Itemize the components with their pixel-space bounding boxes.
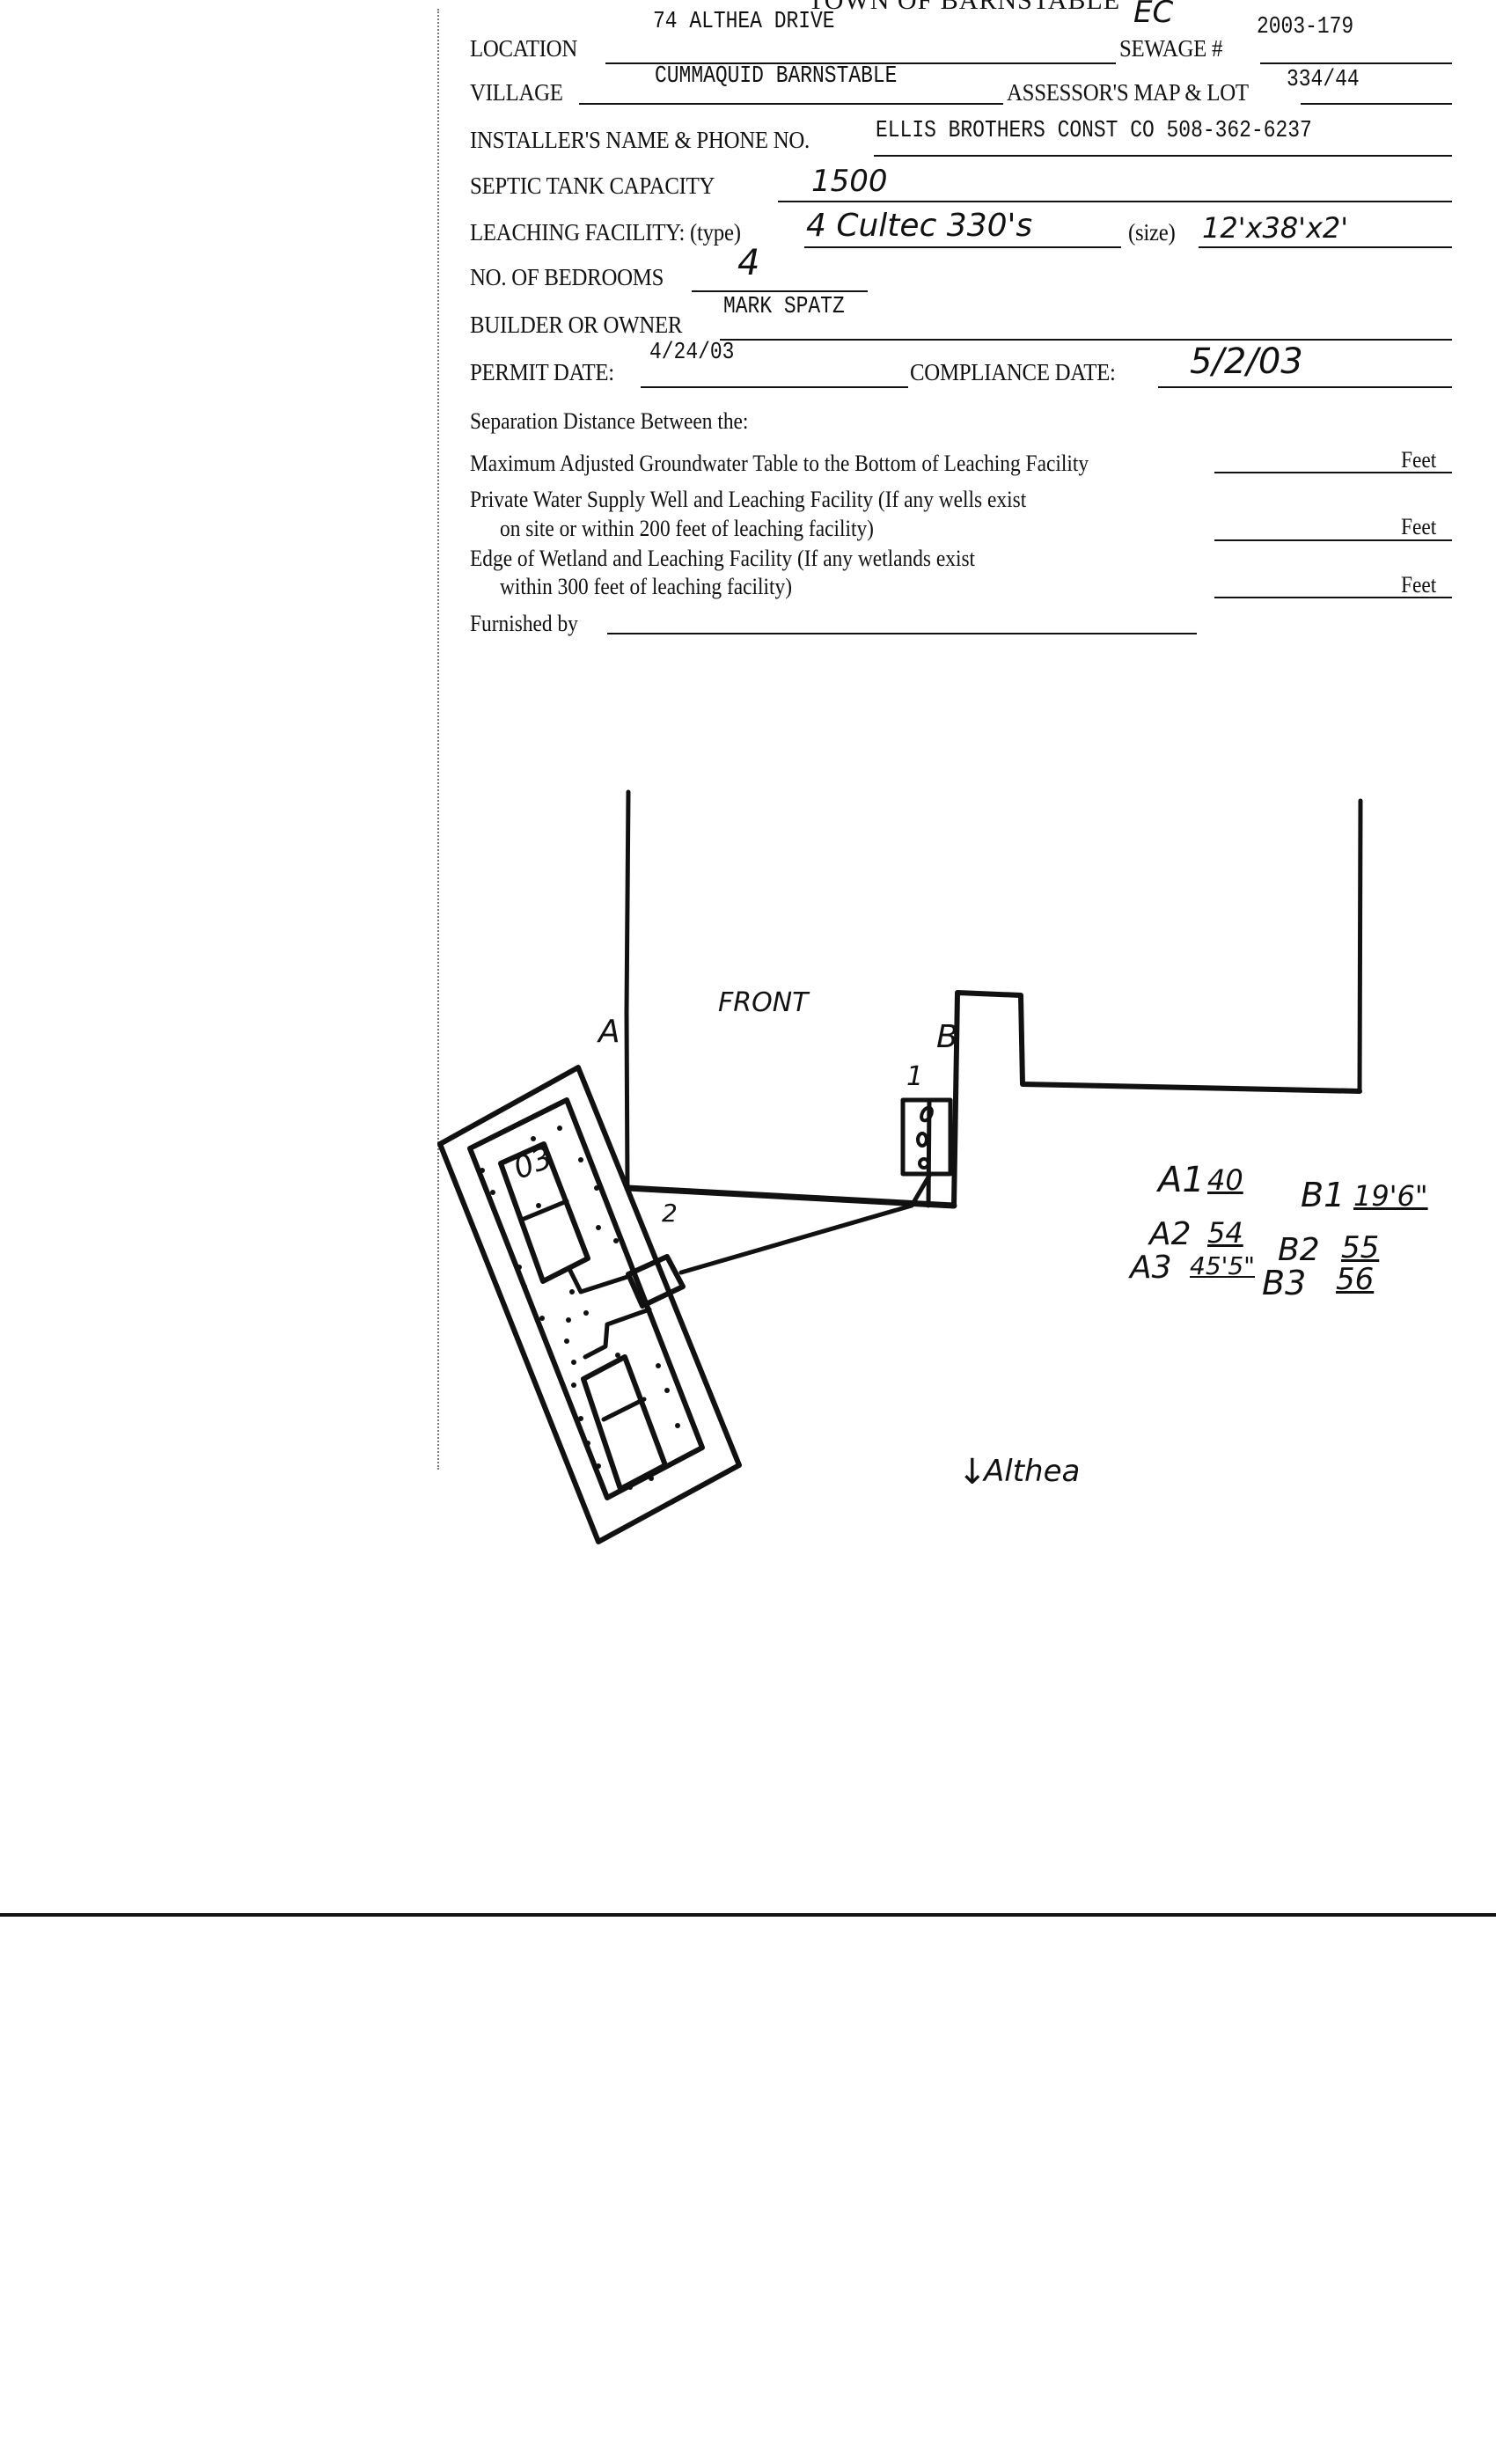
house-outline-left xyxy=(624,789,631,1191)
compliance-date-line xyxy=(1158,386,1452,388)
location-line xyxy=(605,62,1116,64)
separation-row-1-unit: Feet xyxy=(1401,447,1437,473)
chamber-upper-divider xyxy=(519,1199,569,1222)
house-outline-front xyxy=(624,1184,957,1209)
location-value[interactable]: 74 ALTHEA DRIVE xyxy=(653,9,835,35)
measurement-value: 55 xyxy=(1341,1230,1380,1265)
tank-outlet xyxy=(918,1157,930,1170)
tank-inlet xyxy=(920,1105,934,1123)
separation-row-2-text: Private Water Supply Well and Leaching F… xyxy=(470,487,1027,512)
builder-line xyxy=(720,339,1452,341)
dbox-to-upper-chamber xyxy=(568,1268,633,1294)
builder-value[interactable]: MARK SPATZ xyxy=(723,294,845,320)
separation-row-2-text-cont: on site or within 200 feet of leaching f… xyxy=(500,516,874,541)
compliance-date-label: COMPLIANCE DATE: xyxy=(910,359,1116,385)
measurement-value: 56 xyxy=(1336,1262,1375,1297)
measurement-label: A1 xyxy=(1158,1160,1205,1200)
separation-row-2-unit: Feet xyxy=(1401,514,1437,539)
leaching-type-label: LEACHING FACILITY: (type) xyxy=(470,219,741,246)
page-bottom-rule xyxy=(0,1913,1496,1917)
tank-capacity-line xyxy=(778,201,1452,202)
village-line xyxy=(579,103,1003,105)
leaching-size-label: (size) xyxy=(1128,219,1176,246)
dbox-label: 2 xyxy=(662,1199,678,1228)
measurement-value: 54 xyxy=(1207,1216,1243,1250)
installer-value[interactable]: ELLIS BROTHERS CONST CO 508-362-6237 xyxy=(876,118,1312,144)
village-value[interactable]: CUMMAQUID BARNSTABLE xyxy=(655,63,898,90)
separation-row-3-unit: Feet xyxy=(1401,572,1437,598)
separation-row-2-line[interactable] xyxy=(1214,539,1452,541)
house-outline-middle xyxy=(951,990,1362,1208)
leaching-area-inner xyxy=(467,1097,705,1500)
effluent-pipe xyxy=(678,1173,932,1275)
street-label: Althea xyxy=(984,1454,1081,1489)
title-annotation: EC xyxy=(1133,0,1174,30)
chamber-lower xyxy=(581,1354,668,1492)
furnished-by-line[interactable] xyxy=(607,633,1197,634)
compliance-date-value[interactable]: 5/2/03 xyxy=(1190,341,1303,382)
installer-label: INSTALLER'S NAME & PHONE NO. xyxy=(470,127,810,153)
measurement-label: B3 xyxy=(1262,1264,1307,1302)
village-label: VILLAGE xyxy=(470,79,563,106)
measurement-value: 45'5" xyxy=(1190,1251,1256,1280)
measurement-label: B2 xyxy=(1278,1232,1320,1268)
leaching-type-value[interactable]: 4 Cultec 330's xyxy=(806,208,1033,244)
corner-a-label: A xyxy=(598,1014,620,1050)
map-lot-label: ASSESSOR'S MAP & LOT xyxy=(1007,79,1249,106)
separation-row-1-line[interactable] xyxy=(1214,472,1452,473)
separation-row-3-line[interactable] xyxy=(1214,597,1452,598)
permit-date-label: PERMIT DATE: xyxy=(470,359,614,385)
front-label: FRONT xyxy=(718,987,809,1018)
permit-date-value[interactable]: 4/24/03 xyxy=(649,340,735,366)
separation-row-3-text: Edge of Wetland and Leaching Facility (I… xyxy=(470,546,976,571)
separation-row-3-text-cont: within 300 feet of leaching facility) xyxy=(500,574,793,599)
builder-label: BUILDER OR OWNER xyxy=(470,312,683,338)
location-label: LOCATION xyxy=(470,35,577,62)
dbox-to-lower-chamber xyxy=(583,1307,652,1360)
chamber-lower-divider xyxy=(601,1397,647,1422)
bedrooms-line xyxy=(692,290,868,292)
sewage-label: SEWAGE # xyxy=(1119,35,1223,62)
separation-heading: Separation Distance Between the: xyxy=(470,408,749,434)
corner-b-label: B xyxy=(936,1019,958,1055)
leaching-area-outer xyxy=(437,1065,742,1544)
margin-dotted-line xyxy=(437,9,439,1470)
map-lot-value[interactable]: 334/44 xyxy=(1287,67,1360,93)
measurement-label: B1 xyxy=(1301,1176,1346,1214)
sewage-value[interactable]: 2003-179 xyxy=(1257,14,1354,40)
form-title: TOWN OF BARNSTABLE xyxy=(808,0,1121,15)
sewage-line xyxy=(1260,62,1452,64)
separation-row-1-text: Maximum Adjusted Groundwater Table to th… xyxy=(470,451,1089,476)
street-arrow-icon: ↓ xyxy=(957,1452,987,1492)
tank-manhole xyxy=(916,1132,928,1148)
tank-capacity-value[interactable]: 1500 xyxy=(811,164,888,199)
measurement-value: 40 xyxy=(1207,1163,1243,1197)
stone-dots xyxy=(480,1126,680,1490)
chamber-upper xyxy=(498,1141,590,1284)
map-lot-line xyxy=(1301,103,1452,105)
tank-capacity-label: SEPTIC TANK CAPACITY xyxy=(470,172,715,199)
measurement-label: A3 xyxy=(1130,1250,1172,1286)
measurement-value: 19'6" xyxy=(1353,1179,1428,1213)
tank-label: 1 xyxy=(906,1061,924,1092)
leaching-size-value[interactable]: 12'x38'x2' xyxy=(1202,211,1349,245)
permit-date-line xyxy=(641,386,908,388)
measurement-label: A2 xyxy=(1149,1216,1192,1252)
installer-line xyxy=(874,155,1452,157)
distribution-box xyxy=(626,1254,686,1309)
bedrooms-value[interactable]: 4 xyxy=(737,243,760,283)
leaching-type-line xyxy=(804,246,1121,248)
leaching-size-line xyxy=(1199,246,1452,248)
septic-tank xyxy=(900,1097,953,1177)
bedrooms-label: NO. OF BEDROOMS xyxy=(470,264,664,290)
furnished-by-label: Furnished by xyxy=(470,611,578,636)
